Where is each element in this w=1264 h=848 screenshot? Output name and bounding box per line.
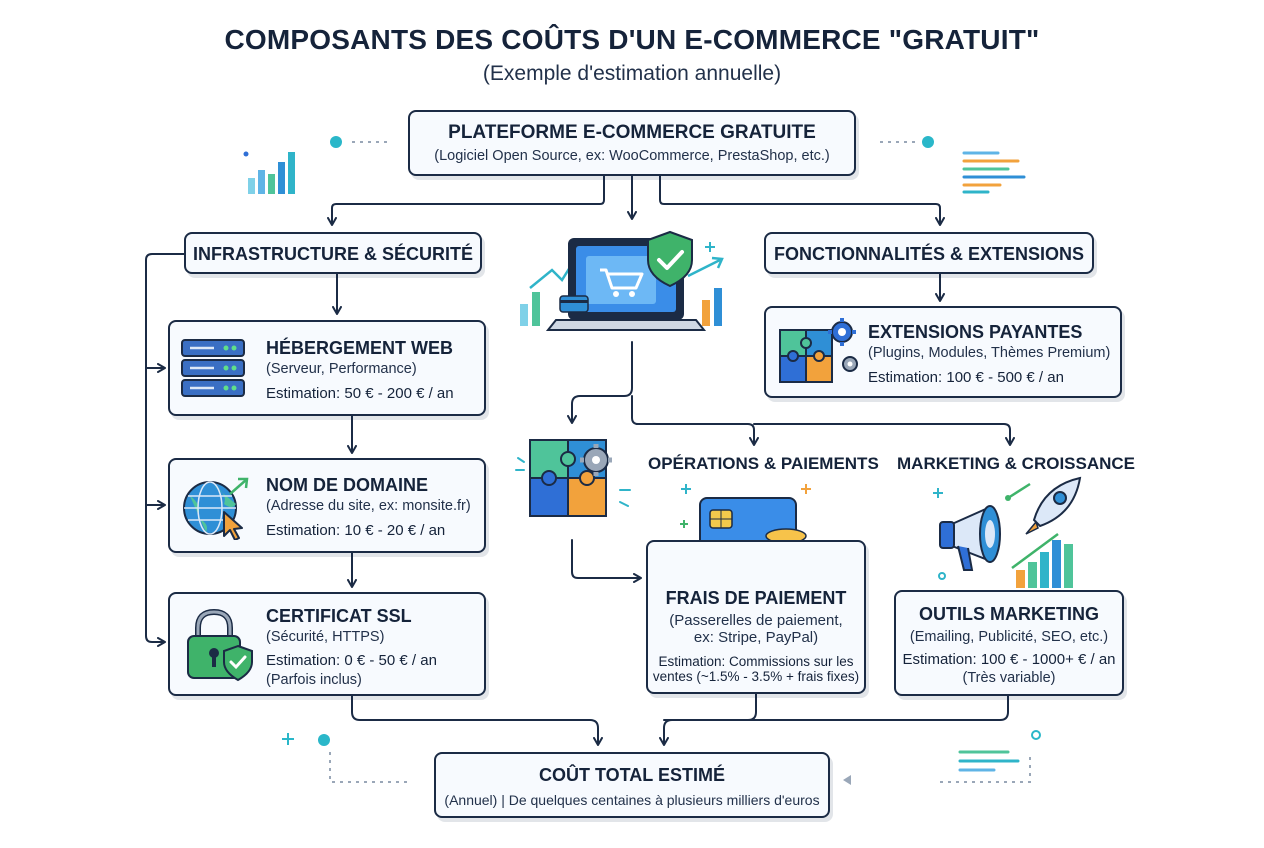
operations-header: OPÉRATIONS & PAIEMENTS [648,454,879,473]
ssl-box: CERTIFICAT SSL (Sécurité, HTTPS) Estimat… [168,592,486,696]
marketing-tools-title: OUTILS MARKETING [919,604,1099,624]
hosting-desc: (Serveur, Performance) [266,361,417,377]
payment-box: FRAIS DE PAIEMENT (Passerelles de paieme… [646,540,866,694]
payment-estimate-line2: ventes (~1.5% - 3.5% + frais fixes) [652,669,860,684]
payment-desc-line2: ex: Stripe, PayPal) [693,629,819,646]
domain-estimate: Estimation: 10 € - 20 € / an [266,522,446,539]
puzzle-gears-icon [779,318,858,383]
infrastructure-header-label: INFRASTRUCTURE & SÉCURITÉ [192,244,473,264]
extensions-estimate: Estimation: 100 € - 500 € / an [868,369,1064,386]
marketing-tools-note: (Très variable) [962,670,1056,686]
globe-cursor-icon [183,477,249,540]
page-subtitle: (Exemple d'estimation annuelle) [482,62,782,85]
total-title: COÛT TOTAL ESTIMÉ [538,765,725,785]
marketing-tools-estimate: Estimation: 100 € - 1000+ € / an [902,651,1116,668]
page-title: COMPOSANTS DES COÛTS D'UN E-COMMERCE "GR… [224,24,1040,55]
ssl-title: CERTIFICAT SSL [266,606,412,626]
marketing-tools-desc: (Emailing, Publicité, SEO, etc.) [909,629,1109,645]
payment-title: FRAIS DE PAIEMENT [665,588,847,608]
extensions-desc: (Plugins, Modules, Thèmes Premium) [868,345,1111,361]
platform-title: PLATEFORME E-COMMERCE GRATUITE [448,122,816,143]
extensions-box: EXTENSIONS PAYANTES (Plugins, Modules, T… [764,306,1122,398]
infrastructure-header: INFRASTRUCTURE & SÉCURITÉ [184,232,482,274]
platform-subtitle: (Logiciel Open Source, ex: WooCommerce, … [434,148,830,164]
features-header: FONCTIONNALITÉS & EXTENSIONS [764,232,1094,274]
marketing-tools-box: OUTILS MARKETING (Emailing, Publicité, S… [894,590,1124,696]
total-desc: (Annuel) | De quelques centaines à plusi… [444,792,820,808]
domain-box: NOM DE DOMAINE (Adresse du site, ex: mon… [168,458,486,553]
ssl-desc: (Sécurité, HTTPS) [266,629,385,645]
domain-desc: (Adresse du site, ex: monsite.fr) [266,498,471,514]
extensions-title: EXTENSIONS PAYANTES [868,322,1083,342]
payment-desc-line1: (Passerelles de paiement, [669,612,843,629]
ssl-estimate: Estimation: 0 € - 50 € / an [266,652,437,669]
domain-title: NOM DE DOMAINE [266,475,428,495]
lines-decoration-icon [958,750,1020,772]
hosting-title: HÉBERGEMENT WEB [266,338,454,358]
bar-chart-decoration-icon [243,151,295,194]
server-icon [181,339,245,397]
padlock-shield-icon [187,608,253,682]
total-box: COÛT TOTAL ESTIMÉ (Annuel) | De quelques… [434,752,830,818]
marketing-header: MARKETING & CROISSANCE [897,454,1136,473]
ssl-note: (Parfois inclus) [266,672,362,688]
platform-box: PLATEFORME E-COMMERCE GRATUITE (Logiciel… [408,110,856,176]
features-header-label: FONCTIONNALITÉS & EXTENSIONS [773,244,1085,264]
megaphone-rocket-icon [933,476,1082,588]
hosting-estimate: Estimation: 50 € - 200 € / an [266,385,454,402]
list-decoration-icon [962,151,1026,194]
payment-estimate-line1: Estimation: Commissions sur les [658,654,854,669]
laptop-shop-shield-icon [520,230,724,331]
hosting-box: HÉBERGEMENT WEB (Serveur, Performance) E… [168,320,486,416]
puzzle-gear-icon [515,439,631,517]
